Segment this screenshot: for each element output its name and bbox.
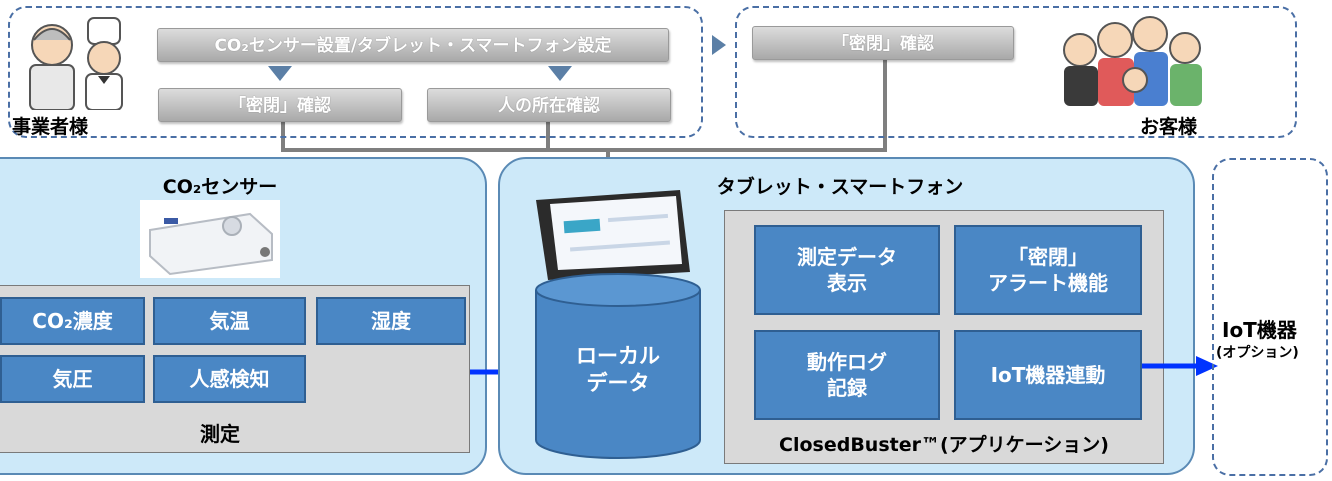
arrow-right-icon <box>712 35 726 55</box>
operator-seal-check: 「密閉」確認 <box>158 88 402 122</box>
tablet-device-image <box>530 186 692 282</box>
sensor-title: CO₂センサー <box>162 176 278 198</box>
app-label: ClosedBuster™(アプリケーション) <box>779 434 1109 456</box>
arrow-down-icon <box>548 66 572 81</box>
feature-iot-link: IoT機器連動 <box>954 330 1142 420</box>
iot-subtitle: (オプション) <box>1216 345 1299 361</box>
local-data-cylinder <box>535 273 701 459</box>
iot-title: IoT機器 <box>1222 318 1297 342</box>
operator-label: 事業者様 <box>12 116 89 138</box>
sensor-device-image <box>140 200 280 278</box>
customer-label: お客様 <box>1140 116 1198 138</box>
sensor-item-motion: 人感検知 <box>153 355 306 403</box>
operator-group <box>8 6 703 138</box>
arrow-right-icon <box>1142 356 1218 376</box>
customer-illustration <box>1050 10 1220 110</box>
customer-group <box>735 6 1297 138</box>
sensor-item-temperature: 気温 <box>153 297 306 345</box>
feature-seal-alert: 「密閉」 アラート機能 <box>954 225 1142 315</box>
sensor-footer: 測定 <box>200 422 240 446</box>
tablet-title: タブレット・スマートフォン <box>716 176 964 198</box>
feature-action-log: 動作ログ 記録 <box>754 330 940 420</box>
sensor-item-co2: CO₂濃度 <box>0 297 145 345</box>
local-data-label: ローカル データ <box>576 343 660 395</box>
sensor-item-pressure: 気圧 <box>0 355 145 403</box>
customer-seal-check: 「密閉」確認 <box>752 26 1014 60</box>
feature-data-display: 測定データ 表示 <box>754 225 940 315</box>
presence-check: 人の所在確認 <box>427 88 671 122</box>
iot-group <box>1212 158 1328 476</box>
operator-illustration <box>18 10 138 111</box>
sensor-item-humidity: 湿度 <box>316 297 466 345</box>
arrow-down-icon <box>268 66 292 81</box>
setup-step: CO₂センサー設置/タブレット・スマートフォン設定 <box>157 28 669 62</box>
